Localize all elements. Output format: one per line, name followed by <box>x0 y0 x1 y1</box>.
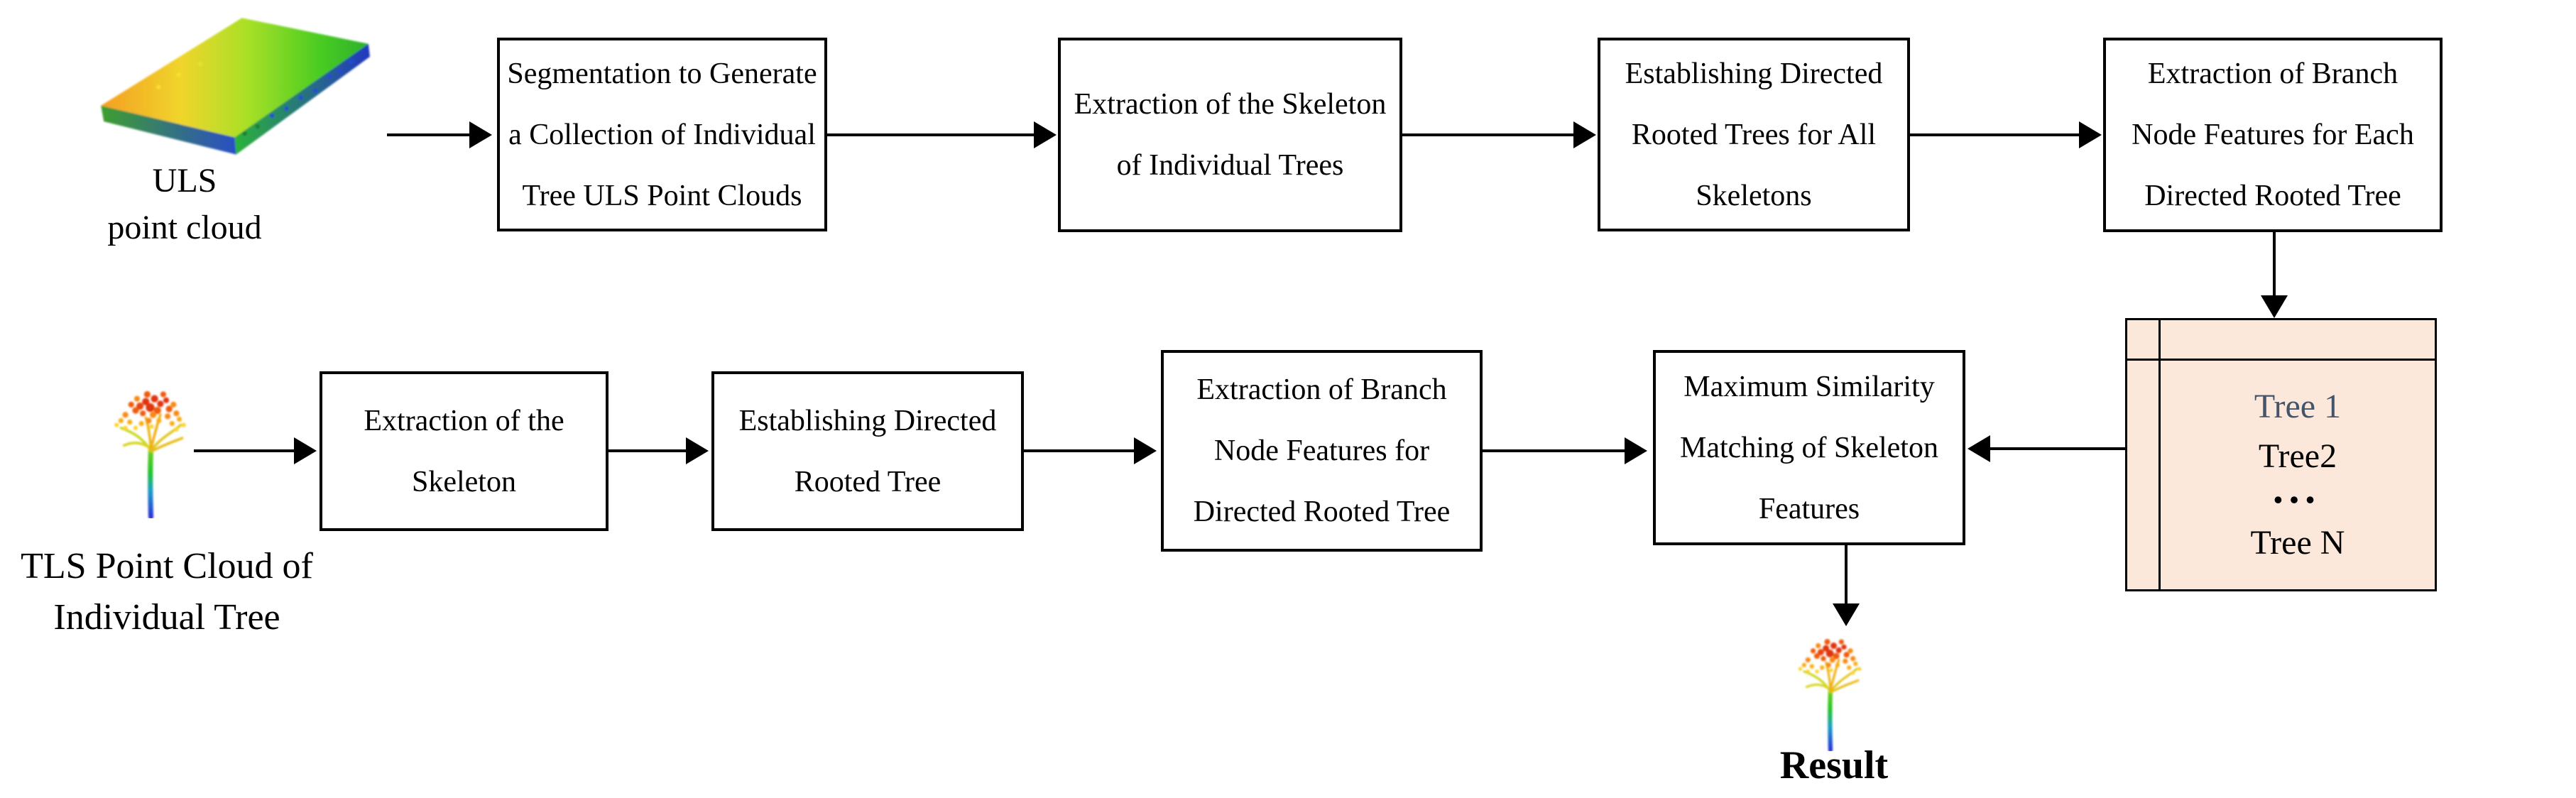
tree-list-item: Tree2 <box>2258 437 2337 475</box>
box-text-line: Matching of Skeleton <box>1680 431 1938 464</box>
arrow-segmentation-to-skeleton <box>827 133 1035 136</box>
process-box-skeleton-extraction-tls: Extraction of the Skeleton <box>320 371 608 531</box>
arrow-rooted-tree-to-features <box>1024 449 1135 452</box>
result-tree-image <box>1788 629 1873 751</box>
arrowhead-icon <box>2079 121 2102 148</box>
tls-label-line1: TLS Point Cloud of <box>21 546 313 586</box>
tree-list-table: Tree 1 Tree2 ••• Tree N <box>2125 318 2437 591</box>
arrowhead-icon <box>1833 603 1860 626</box>
arrowhead-icon <box>1573 121 1596 148</box>
box-text-line: Directed Rooted Tree <box>1193 496 1451 528</box>
uls-label-line1: ULS <box>152 162 217 200</box>
table-header-divider <box>2127 359 2435 361</box>
arrow-matching-to-result <box>1845 545 1848 605</box>
arrowhead-icon <box>1034 121 1057 148</box>
box-text-line: Extraction of the <box>364 404 564 437</box>
uls-label-line2: point cloud <box>107 209 262 246</box>
process-box-rooted-tree-tls: Establishing Directed Rooted Tree <box>711 371 1024 531</box>
box-text-line: Directed Rooted Tree <box>2144 180 2401 212</box>
arrow-tree-list-to-matching <box>1990 447 2125 450</box>
result-label: Result <box>1779 743 1889 787</box>
process-box-similarity-matching: Maximum Similarity Matching of Skeleton … <box>1653 350 1965 545</box>
tree-list-items: Tree 1 Tree2 ••• Tree N <box>2161 361 2435 589</box>
box-text-line: Rooted Tree <box>794 465 942 498</box>
tls-tree-image <box>103 380 199 518</box>
tree-list-item: Tree 1 <box>2254 388 2342 425</box>
box-text-line: Establishing Directed <box>738 404 997 437</box>
arrow-skeleton-to-rooted-tree <box>608 449 687 452</box>
box-text-line: Skeletons <box>1696 179 1812 212</box>
box-text-line: Extraction of Branch <box>2147 58 2398 90</box>
box-text-line: Node Features for Each <box>2132 119 2414 151</box>
arrowhead-icon <box>469 121 492 148</box>
box-text-line: Node Features for <box>1213 434 1430 467</box>
box-text-line: of Individual Trees <box>1116 149 1344 182</box>
arrowhead-icon <box>686 437 709 464</box>
box-text-line: Tree ULS Point Clouds <box>522 179 802 212</box>
arrow-features-to-tree-list <box>2273 232 2276 296</box>
box-text-line: a Collection of Individual <box>508 118 816 151</box>
arrow-skeleton-to-rooted-trees <box>1402 133 1575 136</box>
arrow-uls-to-segmentation <box>387 133 471 136</box>
tree-list-item: Tree N <box>2250 524 2345 562</box>
arrow-rooted-trees-to-features <box>1910 133 2080 136</box>
arrow-features-to-matching <box>1483 449 1626 452</box>
box-text-line: Features <box>1758 492 1860 525</box>
box-text-line: Establishing Directed <box>1625 57 1883 90</box>
arrow-tls-to-skeleton <box>194 449 295 452</box>
arrowhead-icon <box>1134 437 1157 464</box>
ellipsis-dots: ••• <box>2274 486 2322 514</box>
process-box-branch-features-uls: Extraction of Branch Node Features for E… <box>2103 38 2443 232</box>
process-box-segmentation: Segmentation to Generate a Collection of… <box>497 38 827 231</box>
arrowhead-icon <box>1625 437 1647 464</box>
box-text-line: Rooted Trees for All <box>1631 118 1877 151</box>
process-box-skeleton-extraction-uls: Extraction of the Skeleton of Individual… <box>1058 38 1402 232</box>
box-text-line: Extraction of Branch <box>1196 373 1447 406</box>
uls-point-cloud-image <box>101 18 370 155</box>
arrowhead-icon <box>1968 435 1990 462</box>
box-text-line: Maximum Similarity <box>1683 370 1935 403</box>
process-box-branch-features-tls: Extraction of Branch Node Features for D… <box>1161 350 1483 552</box>
uls-point-cloud-label: ULS point cloud <box>43 158 327 251</box>
box-text-line: Segmentation to Generate <box>507 57 817 90</box>
arrowhead-icon <box>294 437 317 464</box>
box-text-line: Extraction of the Skeleton <box>1074 88 1387 121</box>
tls-label-line2: Individual Tree <box>53 597 280 638</box>
process-box-rooted-trees-all: Establishing Directed Rooted Trees for A… <box>1598 38 1910 231</box>
tls-point-cloud-label: TLS Point Cloud of Individual Tree <box>14 541 320 643</box>
box-text-line: Skeleton <box>412 465 516 498</box>
table-column-divider <box>2159 320 2161 589</box>
arrowhead-icon <box>2261 295 2288 318</box>
